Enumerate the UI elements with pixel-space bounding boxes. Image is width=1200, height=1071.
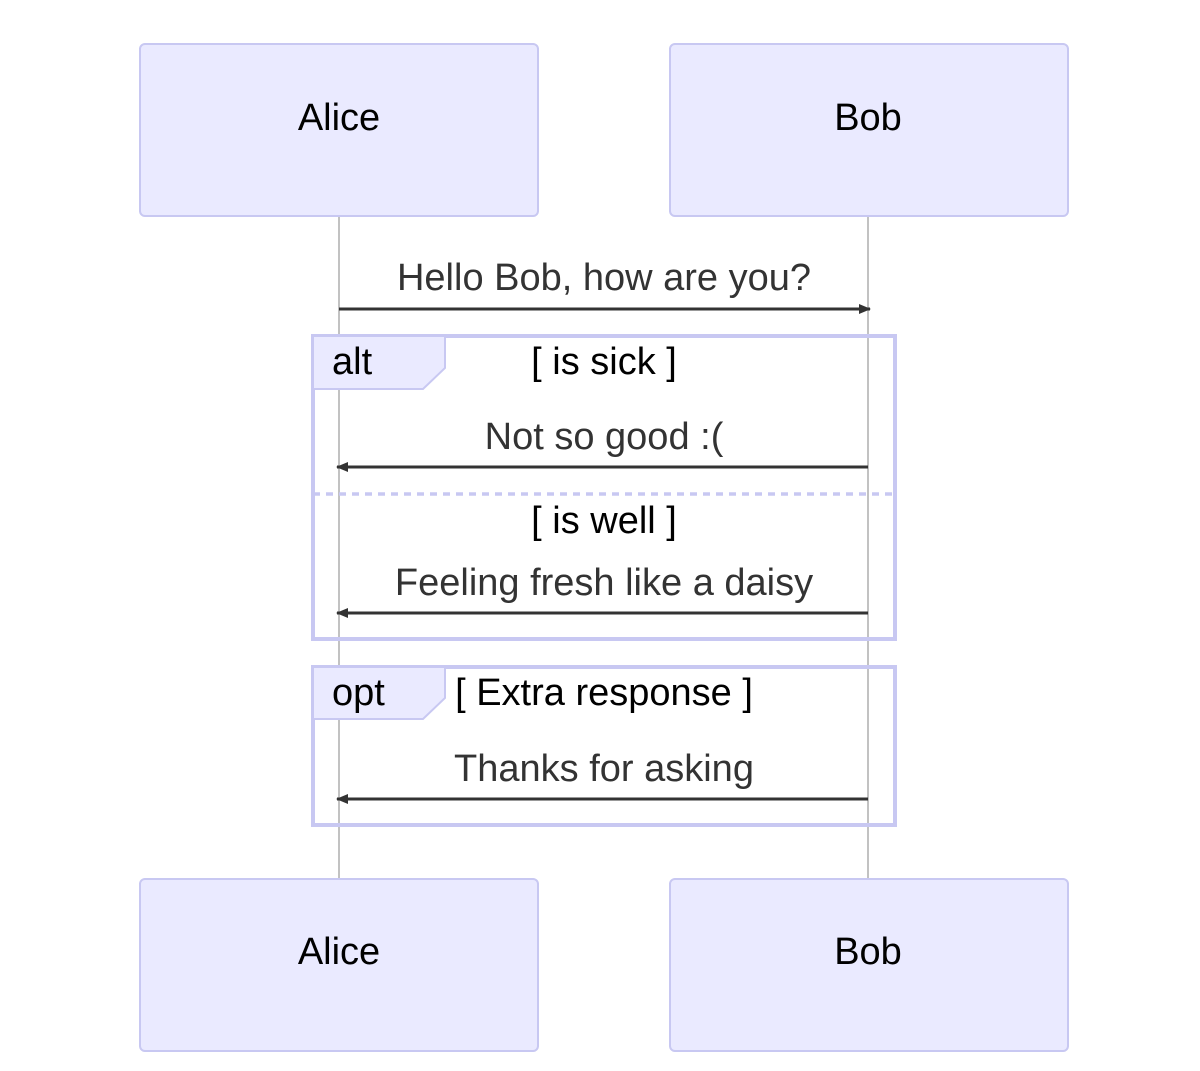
actor-label: Alice bbox=[298, 931, 380, 973]
alt-keyword: alt bbox=[332, 341, 373, 383]
opt-condition: [ Extra response ] bbox=[455, 672, 753, 714]
opt-frame: opt [ Extra response ] Thanks for asking bbox=[311, 665, 897, 827]
opt-frame-border bbox=[311, 665, 897, 827]
actor-box bbox=[669, 43, 1069, 217]
actor-alice-top: Alice bbox=[139, 43, 539, 217]
alt-condition: [ is sick ] bbox=[531, 341, 677, 383]
message-label: Hello Bob, how are you? bbox=[397, 257, 811, 299]
actor-label: Bob bbox=[834, 97, 902, 139]
actor-box bbox=[139, 878, 539, 1052]
actor-box bbox=[139, 43, 539, 217]
actor-label: Bob bbox=[834, 931, 902, 973]
actor-box bbox=[669, 878, 1069, 1052]
actor-alice-bottom: Alice bbox=[139, 878, 539, 1052]
alt-frame-border bbox=[311, 334, 897, 641]
alt-frame-tab bbox=[312, 335, 446, 390]
alt-else-condition: [ is well ] bbox=[531, 500, 677, 542]
message-hello: Hello Bob, how are you? bbox=[339, 257, 871, 314]
alt-frame: alt [ is sick ] Not so good :( [ is well… bbox=[311, 334, 897, 641]
message-not-so-good: Not so good :( bbox=[336, 416, 868, 472]
message-feeling-fresh: Feeling fresh like a daisy bbox=[336, 562, 868, 618]
message-thanks: Thanks for asking bbox=[336, 748, 868, 804]
message-label: Feeling fresh like a daisy bbox=[395, 562, 813, 604]
opt-frame-tab bbox=[312, 666, 446, 720]
message-label: Not so good :( bbox=[485, 416, 724, 458]
actor-bob-top: Bob bbox=[669, 43, 1069, 217]
message-label: Thanks for asking bbox=[454, 748, 754, 790]
actor-bob-bottom: Bob bbox=[669, 878, 1069, 1052]
actor-label: Alice bbox=[298, 97, 380, 139]
opt-keyword: opt bbox=[332, 672, 385, 714]
